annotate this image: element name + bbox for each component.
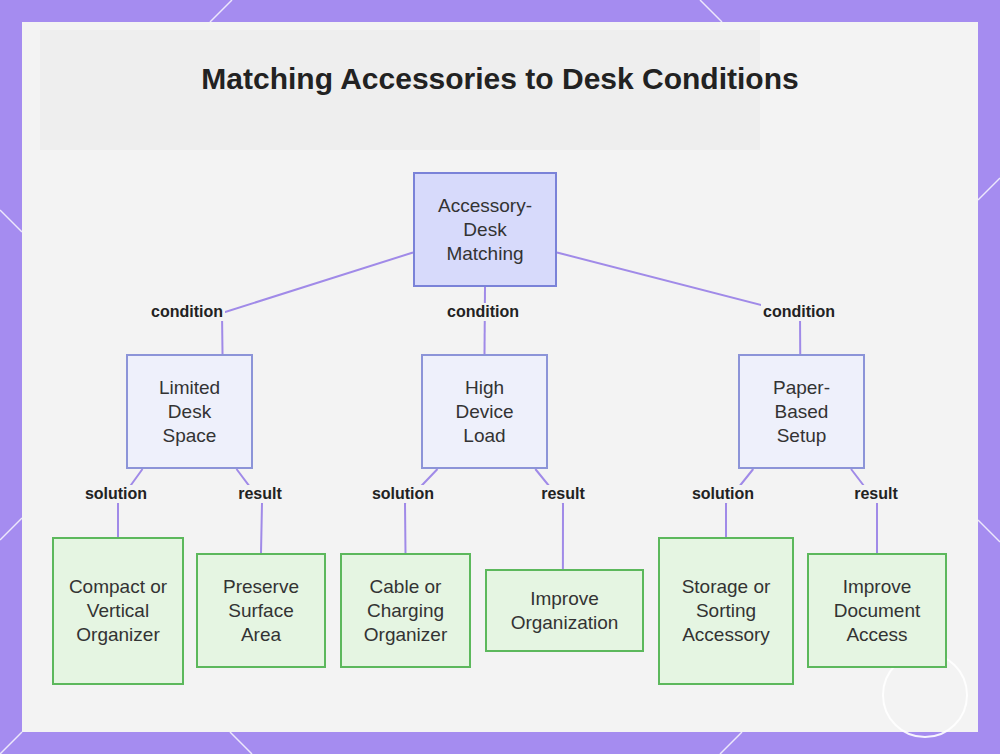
condition-box: Limited Desk Space xyxy=(126,354,253,469)
outcome-box: Storage or Sorting Accessory xyxy=(658,537,794,685)
panel xyxy=(22,22,978,732)
connector xyxy=(851,469,877,553)
node-text: Accessory-Desk Matching xyxy=(431,194,539,266)
edge-label: result xyxy=(852,485,900,503)
node-text: Storage or Sorting Accessory xyxy=(670,575,782,647)
edge-label: result xyxy=(236,485,284,503)
connector xyxy=(118,469,143,537)
node-text: Cable or Charging Organizer xyxy=(352,575,459,647)
diagram-title: Matching Accessories to Desk Conditions xyxy=(200,60,800,98)
connector xyxy=(405,469,438,553)
outcome-box: Cable or Charging Organizer xyxy=(340,553,471,668)
edge-label: result xyxy=(539,485,587,503)
node-text: Limited Desk Space xyxy=(146,376,233,448)
node-text: Improve Document Access xyxy=(819,575,935,647)
outcome-box: Preserve Surface Area xyxy=(196,553,326,668)
connector xyxy=(535,469,563,569)
node-text: Preserve Surface Area xyxy=(208,575,314,647)
edge-label: solution xyxy=(370,485,436,503)
node-text: Improve Organization xyxy=(497,587,632,635)
edge-label: condition xyxy=(445,303,521,321)
root-box: Accessory-Desk Matching xyxy=(413,172,557,287)
connector xyxy=(236,469,262,553)
edge-label: solution xyxy=(83,485,149,503)
edge-label: solution xyxy=(690,485,756,503)
node-text: High Device Load xyxy=(441,376,528,448)
node-text: Compact or Vertical Organizer xyxy=(64,575,172,647)
condition-box: High Device Load xyxy=(421,354,548,469)
connector xyxy=(222,253,413,355)
connector xyxy=(726,469,753,537)
outcome-box: Compact or Vertical Organizer xyxy=(52,537,184,685)
condition-box: Paper-Based Setup xyxy=(738,354,865,469)
outcome-box: Improve Document Access xyxy=(807,553,947,668)
outcome-box: Improve Organization xyxy=(485,569,644,652)
node-text: Paper-Based Setup xyxy=(758,376,845,448)
edge-label: condition xyxy=(149,303,225,321)
edge-label: condition xyxy=(761,303,837,321)
